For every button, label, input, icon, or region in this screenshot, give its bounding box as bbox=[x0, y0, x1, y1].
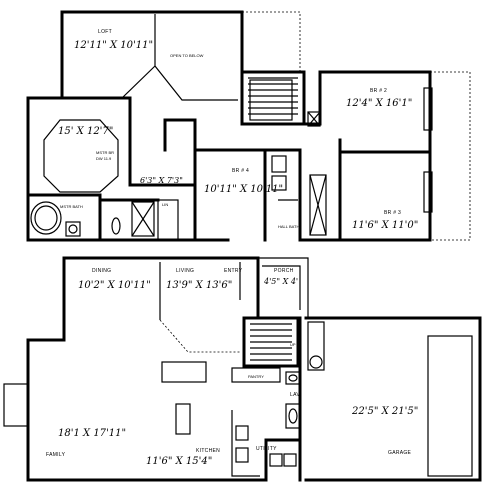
lav-label: LAV bbox=[290, 392, 300, 398]
bedroom2-dims: 12'4" X 16'1" bbox=[346, 98, 412, 109]
linen-label: LIN bbox=[162, 202, 168, 207]
master-bath-label: MSTR BATH bbox=[60, 204, 83, 209]
family-label: FAMILY bbox=[46, 452, 66, 458]
garage-label: GARAGE bbox=[388, 450, 412, 456]
main-floor-walls bbox=[3, 256, 482, 482]
living-dims: 13'9" X 13'6" bbox=[166, 280, 232, 291]
bedroom3-dims: 11'6" X 11'0" bbox=[352, 220, 418, 231]
utility-label: UTILITY bbox=[256, 446, 277, 452]
porch-label: PORCH bbox=[274, 268, 294, 274]
pantry-label: PANTRY bbox=[248, 374, 264, 379]
kitchen-dims: 11'6" X 15'4" bbox=[146, 456, 212, 467]
bedroom2-label: BR # 2 bbox=[370, 88, 387, 94]
hall-bath-label: HALL BATH bbox=[278, 224, 299, 229]
closet-dims: 6'3" X 7'3" bbox=[140, 176, 183, 185]
loft-dims: 12'11" X 10'11" bbox=[74, 40, 153, 51]
bedroom4-dims: 10'11" X 10'11" bbox=[204, 184, 283, 195]
dining-dims: 10'2" X 10'11" bbox=[78, 280, 151, 291]
master-bedroom-label2: DW 11.9 bbox=[96, 156, 112, 161]
loft-label: LOFT bbox=[98, 29, 112, 35]
kitchen-label: KITCHEN bbox=[196, 448, 220, 454]
porch-dims: 4'5" X 4' bbox=[263, 277, 298, 286]
garage-dims: 22'5" X 21'5" bbox=[351, 406, 418, 417]
family-dims: 18'1 X 17'11" bbox=[58, 428, 126, 439]
dining-label: DINING bbox=[92, 268, 111, 274]
entry-label: ENTRY bbox=[224, 268, 243, 274]
master-bedroom-dims: 15' X 12'7" bbox=[58, 126, 113, 137]
master-bedroom-label: MSTR BR bbox=[96, 150, 114, 155]
open-to-below-label: OPEN TO BELOW bbox=[170, 53, 204, 58]
bedroom4-label: BR # 4 bbox=[232, 168, 249, 174]
up-label: UP bbox=[290, 342, 296, 347]
living-label: LIVING bbox=[176, 268, 194, 274]
bedroom3-label: BR # 3 bbox=[384, 210, 401, 216]
upper-floor-walls bbox=[26, 10, 471, 242]
